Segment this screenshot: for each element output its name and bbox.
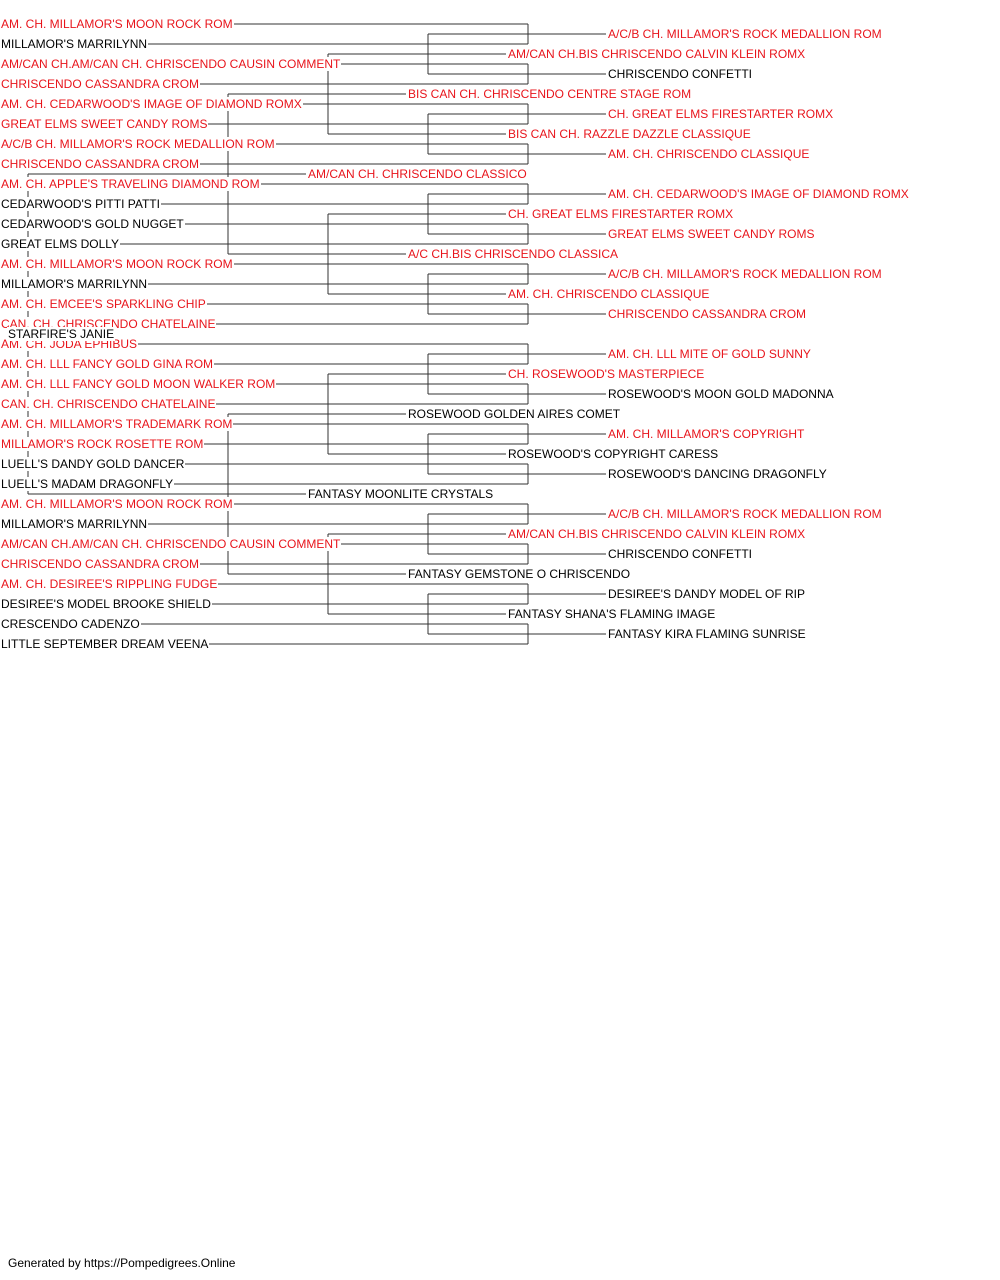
ancestor-name: CH. ROSEWOOD'S MASTERPIECE: [507, 367, 706, 381]
ancestor-name: GREAT ELMS DOLLY: [0, 237, 121, 251]
ancestor-name: MILLAMOR'S ROCK ROSETTE ROM: [0, 437, 205, 451]
ancestor-name: GREAT ELMS SWEET CANDY ROMS: [0, 117, 209, 131]
ancestor-name: BIS CAN CH. RAZZLE DAZZLE CLASSIQUE: [507, 127, 752, 141]
ancestor-name: A/C CH.BIS CHRISCENDO CLASSICA: [407, 247, 620, 261]
subject-dog-name: STARFIRE'S JANIE: [7, 327, 116, 341]
ancestor-name: CHRISCENDO CASSANDRA CROM: [0, 157, 201, 171]
ancestor-name: CH. GREAT ELMS FIRESTARTER ROMX: [607, 107, 835, 121]
ancestor-name: FANTASY GEMSTONE O CHRISCENDO: [407, 567, 632, 581]
ancestor-name: CHRISCENDO CONFETTI: [607, 547, 753, 561]
ancestor-name: ROSEWOOD GOLDEN AIRES COMET: [407, 407, 622, 421]
ancestor-name: LUELL'S DANDY GOLD DANCER: [0, 457, 186, 471]
ancestor-name: MILLAMOR'S MARRILYNN: [0, 277, 149, 291]
ancestor-name: AM/CAN CH.BIS CHRISCENDO CALVIN KLEIN RO…: [507, 527, 807, 541]
ancestor-name: AM/CAN CH. CHRISCENDO CLASSICO: [307, 167, 528, 181]
ancestor-name: AM. CH. MILLAMOR'S MOON ROCK ROM: [0, 17, 234, 31]
ancestor-name: A/C/B CH. MILLAMOR'S ROCK MEDALLION ROM: [607, 267, 883, 281]
ancestor-name: AM. CH. DESIREE'S RIPPLING FUDGE: [0, 577, 219, 591]
ancestor-name: CEDARWOOD'S GOLD NUGGET: [0, 217, 185, 231]
ancestor-name: DESIREE'S MODEL BROOKE SHIELD: [0, 597, 212, 611]
ancestor-name: GREAT ELMS SWEET CANDY ROMS: [607, 227, 816, 241]
ancestor-name: AM. CH. APPLE'S TRAVELING DIAMOND ROM: [0, 177, 261, 191]
ancestor-name: FANTASY SHANA'S FLAMING IMAGE: [507, 607, 717, 621]
ancestor-name: CRESCENDO CADENZO: [0, 617, 141, 631]
ancestor-name: CHRISCENDO CASSANDRA CROM: [0, 77, 201, 91]
ancestor-name: DESIREE'S DANDY MODEL OF RIP: [607, 587, 806, 601]
ancestor-name: AM. CH. MILLAMOR'S MOON ROCK ROM: [0, 257, 234, 271]
ancestor-name: AM. CH. CHRISCENDO CLASSIQUE: [507, 287, 711, 301]
ancestor-name: ROSEWOOD'S DANCING DRAGONFLY: [607, 467, 828, 481]
ancestor-name: CHRISCENDO CONFETTI: [607, 67, 753, 81]
ancestor-name: MILLAMOR'S MARRILYNN: [0, 37, 149, 51]
ancestor-name: AM. CH. MILLAMOR'S COPYRIGHT: [607, 427, 806, 441]
ancestor-name: FANTASY MOONLITE CRYSTALS: [307, 487, 495, 501]
ancestor-name: AM. CH. CEDARWOOD'S IMAGE OF DIAMOND ROM…: [607, 187, 910, 201]
ancestor-name: FANTASY KIRA FLAMING SUNRISE: [607, 627, 807, 641]
ancestor-name: ROSEWOOD'S MOON GOLD MADONNA: [607, 387, 835, 401]
ancestor-name: CAN. CH. CHRISCENDO CHATELAINE: [0, 397, 217, 411]
ancestor-name: AM. CH. LLL FANCY GOLD MOON WALKER ROM: [0, 377, 277, 391]
ancestor-name: A/C/B CH. MILLAMOR'S ROCK MEDALLION ROM: [607, 507, 883, 521]
footer-credit: Generated by https://Pompedigrees.Online: [8, 1256, 236, 1270]
ancestor-name: LUELL'S MADAM DRAGONFLY: [0, 477, 175, 491]
ancestor-name: A/C/B CH. MILLAMOR'S ROCK MEDALLION ROM: [0, 137, 276, 151]
ancestor-name: AM. CH. CHRISCENDO CLASSIQUE: [607, 147, 811, 161]
ancestor-name: AM. CH. LLL MITE OF GOLD SUNNY: [607, 347, 812, 361]
ancestor-name: MILLAMOR'S MARRILYNN: [0, 517, 149, 531]
ancestor-name: AM. CH. LLL FANCY GOLD GINA ROM: [0, 357, 215, 371]
ancestor-name: AM/CAN CH.AM/CAN CH. CHRISCENDO CAUSIN C…: [0, 57, 342, 71]
ancestor-name: CHRISCENDO CASSANDRA CROM: [607, 307, 808, 321]
ancestor-name: AM. CH. MILLAMOR'S MOON ROCK ROM: [0, 497, 234, 511]
ancestor-name: CH. GREAT ELMS FIRESTARTER ROMX: [507, 207, 735, 221]
ancestor-name: CHRISCENDO CASSANDRA CROM: [0, 557, 201, 571]
ancestor-name: CEDARWOOD'S PITTI PATTI: [0, 197, 161, 211]
ancestor-name: LITTLE SEPTEMBER DREAM VEENA: [0, 637, 210, 651]
ancestor-name: AM/CAN CH.BIS CHRISCENDO CALVIN KLEIN RO…: [507, 47, 807, 61]
ancestor-name: BIS CAN CH. CHRISCENDO CENTRE STAGE ROM: [407, 87, 693, 101]
ancestor-name: AM. CH. MILLAMOR'S TRADEMARK ROM: [0, 417, 234, 431]
ancestor-name: A/C/B CH. MILLAMOR'S ROCK MEDALLION ROM: [607, 27, 883, 41]
ancestor-name: ROSEWOOD'S COPYRIGHT CARESS: [507, 447, 720, 461]
ancestor-name: AM/CAN CH.AM/CAN CH. CHRISCENDO CAUSIN C…: [0, 537, 342, 551]
ancestor-name: AM. CH. EMCEE'S SPARKLING CHIP: [0, 297, 207, 311]
ancestor-name: AM. CH. CEDARWOOD'S IMAGE OF DIAMOND ROM…: [0, 97, 303, 111]
